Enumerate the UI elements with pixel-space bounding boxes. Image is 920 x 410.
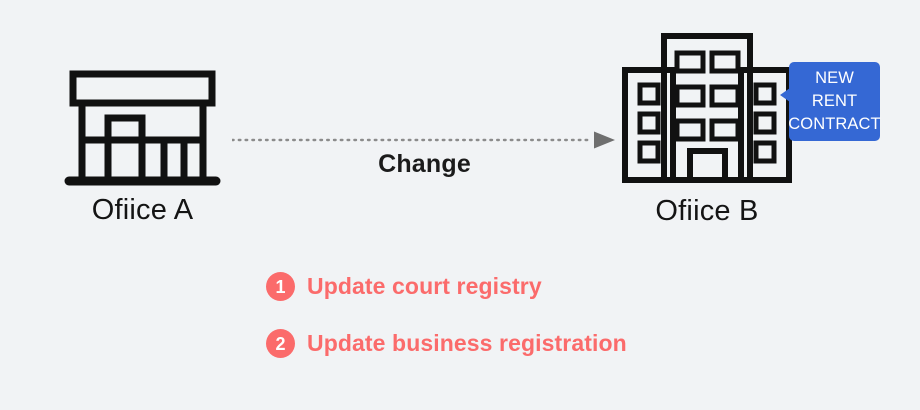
office-building-icon: [622, 33, 792, 183]
step-number-badge: 1: [266, 272, 295, 301]
node-office-a-label: Ofiice A: [91, 194, 194, 226]
node-office-a: Ofiice A: [60, 62, 225, 237]
badge-line-3: CONTRACT: [788, 114, 881, 133]
step-label: Update business registration: [307, 330, 627, 356]
storefront-icon: [64, 70, 221, 186]
badge-line-2: RENT: [811, 92, 858, 111]
list-item: 1 Update court registry: [266, 272, 627, 301]
change-label: Change: [378, 150, 471, 178]
badge-line-1: NEW: [815, 69, 854, 88]
action-steps-list: 1 Update court registry 2 Update busines…: [266, 272, 627, 358]
change-arrow: [232, 131, 615, 149]
node-office-b: Ofiice B: [612, 25, 802, 237]
step-number-badge: 2: [266, 329, 295, 358]
arrow-right-icon: [594, 131, 615, 149]
list-item: 2 Update business registration: [266, 329, 627, 358]
node-office-b-label: Ofiice B: [655, 195, 759, 227]
new-rent-contract-badge: NEW RENT CONTRACT: [780, 62, 881, 141]
step-label: Update court registry: [307, 273, 542, 299]
